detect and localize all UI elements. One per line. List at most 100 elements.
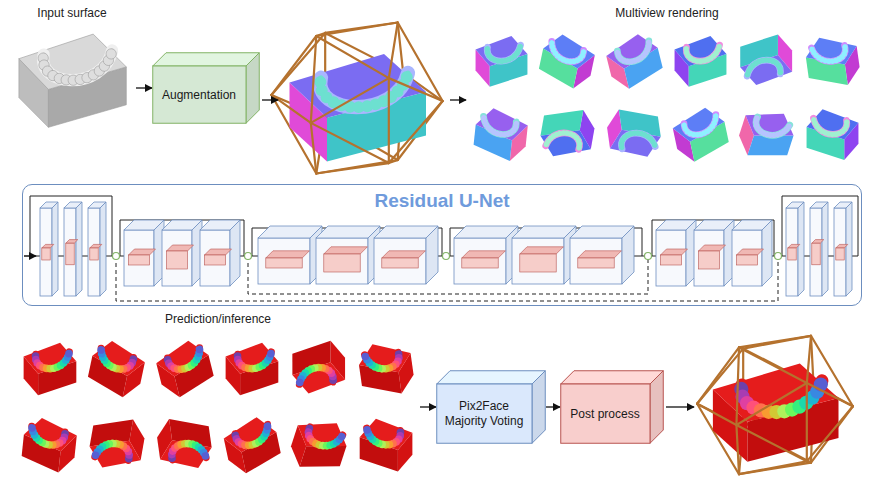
cast-top-face — [292, 412, 352, 458]
panel-picture — [468, 24, 866, 170]
rendered-view — [605, 104, 663, 161]
feature-top — [90, 244, 102, 248]
layer-slab — [454, 226, 518, 284]
slab-front — [88, 208, 100, 296]
slab-front — [694, 230, 724, 286]
layer-slab — [656, 220, 696, 286]
feature-block — [90, 248, 98, 260]
panel-picture — [8, 24, 136, 134]
cast-top-face — [608, 124, 664, 161]
cast-top-face — [537, 123, 593, 162]
slab-side — [822, 202, 828, 296]
feature-top — [462, 251, 506, 258]
slab-side — [762, 220, 772, 286]
cast-top-face — [158, 435, 215, 473]
frame-edge — [736, 425, 806, 461]
tooth — [548, 39, 555, 46]
input-arrow — [24, 256, 36, 257]
frame-edge — [311, 123, 316, 174]
cast-top-face — [541, 31, 598, 71]
flow-arrow — [262, 99, 278, 100]
network-band: Residual U-Net — [22, 184, 862, 306]
cast-top-face — [19, 34, 126, 89]
layer-slab — [512, 226, 576, 284]
cast-top-face — [803, 32, 859, 69]
slab-front — [656, 230, 686, 286]
rendered-view — [734, 102, 799, 166]
frame-back-edges — [697, 336, 853, 474]
tooth — [481, 115, 487, 121]
tooth — [91, 450, 100, 459]
feature-top — [382, 251, 426, 258]
cast-side-face — [327, 92, 426, 162]
tooth — [267, 349, 275, 357]
prediction-view — [153, 337, 217, 401]
cast-top-face — [356, 339, 413, 377]
cast-top-face — [670, 104, 727, 144]
cast-top-face — [153, 337, 212, 380]
box-top — [561, 371, 664, 384]
rendered-view — [670, 104, 731, 164]
box-top — [153, 53, 260, 66]
feature-block — [129, 255, 150, 265]
slab-side — [230, 220, 240, 286]
frame-edge — [807, 406, 853, 461]
frame-edge — [316, 36, 389, 78]
flow-arrow — [420, 406, 436, 407]
feature-top — [661, 249, 688, 255]
slab-front — [732, 230, 762, 286]
cast-top-face — [603, 30, 661, 72]
feature-block — [66, 243, 74, 265]
slab-front — [374, 238, 426, 284]
frame-edge — [311, 78, 389, 123]
teeth — [38, 48, 116, 85]
tooth — [106, 48, 116, 58]
feature-block — [266, 258, 302, 268]
prediction-view — [221, 413, 284, 476]
cast-top-face — [292, 362, 345, 393]
cast-top-face — [226, 342, 279, 373]
tooth — [363, 426, 371, 434]
feature-top — [699, 245, 726, 251]
teeth — [301, 421, 347, 455]
junction — [113, 253, 120, 260]
panel-picture — [16, 330, 420, 482]
layer-slab — [316, 226, 380, 284]
cast-side-face — [48, 66, 126, 126]
feature-block — [324, 254, 360, 272]
cast-top-face — [24, 342, 77, 373]
prediction-view — [286, 412, 352, 478]
image-panel: Prediction/inference — [16, 312, 420, 482]
prediction-view — [24, 342, 77, 395]
icosahedron-frame — [697, 336, 853, 474]
box-top — [437, 371, 546, 384]
feature-top — [836, 244, 848, 248]
layer-slab — [374, 226, 438, 284]
box-front — [153, 66, 246, 123]
feature-top — [66, 240, 78, 244]
arch-highlight — [811, 43, 846, 64]
box-label: Augmentation — [162, 88, 236, 103]
icosahedron-frame — [271, 23, 442, 174]
cast-side-face — [360, 437, 398, 471]
slab-front — [316, 238, 368, 284]
teeth — [91, 436, 135, 465]
slab-side — [76, 202, 82, 296]
tooth — [811, 117, 817, 123]
cast-side-face — [747, 398, 838, 462]
long-skip — [116, 256, 778, 301]
tooth — [195, 344, 204, 353]
teeth — [617, 127, 658, 152]
feature-top — [266, 251, 310, 258]
process-box: Augmentation — [152, 52, 260, 124]
feature-top — [812, 240, 824, 244]
frame-edge — [739, 336, 811, 348]
image-panel: Input surface — [8, 6, 136, 134]
arch-highlight — [753, 114, 790, 140]
frame-edge — [398, 23, 443, 102]
feature-top — [205, 249, 232, 255]
junction — [775, 253, 782, 260]
frame-edge — [739, 347, 807, 383]
frame-edge — [806, 383, 808, 461]
